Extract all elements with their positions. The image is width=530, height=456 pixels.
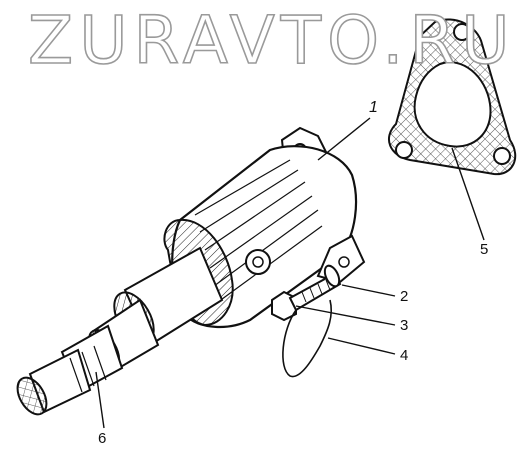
- watermark: ZURAVTO.RU: [27, 1, 516, 80]
- drive-shaft-part-6: [16, 246, 224, 416]
- washer-part-2: [323, 264, 341, 288]
- leader-6: [95, 371, 105, 429]
- leader-5: [451, 147, 485, 241]
- lock-wire-part-4: [282, 299, 333, 378]
- callout-4: 4: [400, 347, 409, 364]
- gasket-part-5: [388, 18, 517, 176]
- gasket-bolt-hole-left: [395, 141, 413, 159]
- callout-2: 2: [400, 288, 409, 305]
- leader-lines: [95, 117, 485, 429]
- callout-6: 6: [98, 430, 107, 447]
- leader-3: [295, 305, 396, 326]
- callout-3: 3: [400, 317, 409, 334]
- callout-5: 5: [480, 241, 489, 258]
- gasket-bolt-hole-top: [453, 23, 471, 41]
- leader-1: [317, 117, 371, 161]
- leader-2: [341, 284, 396, 297]
- leader-4: [327, 337, 396, 355]
- callout-1: 1: [369, 99, 378, 116]
- bolt-part-3: [271, 272, 342, 322]
- gasket-bolt-hole-right: [493, 147, 511, 165]
